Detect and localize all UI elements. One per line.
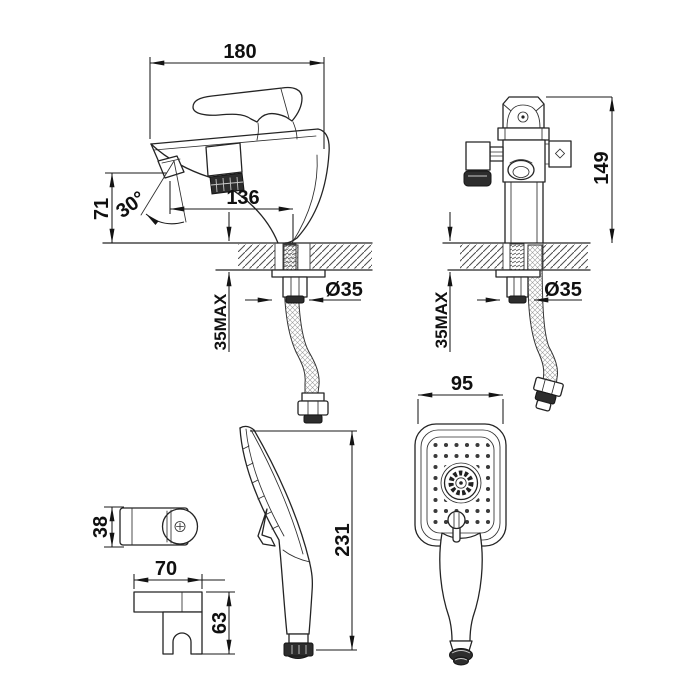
dim-body-height: 149 — [546, 96, 615, 243]
bracket-hook-side — [162, 611, 203, 655]
hand-shower-head-front — [414, 423, 507, 547]
dim-label-shower-head-width: 95 — [451, 373, 473, 395]
dim-label-deck-max-right: 35MAX — [432, 291, 451, 348]
dim-hole-diameter-left: Ø35 — [245, 279, 363, 303]
hose-end-nut-side — [297, 392, 329, 424]
counter-hatch — [460, 244, 503, 269]
counter-hatch — [238, 244, 275, 269]
shower-lever-front — [447, 510, 466, 543]
lever-handle-front — [465, 141, 491, 171]
shower-connector-front — [449, 640, 473, 666]
dim-label-hole-dia-left: Ø35 — [325, 279, 363, 301]
spout-outlet-front — [507, 159, 535, 181]
bracket-top-view: 38 — [90, 506, 199, 548]
bracket-side-view: 70 63 — [133, 558, 235, 655]
dim-bracket-width: 70 — [133, 558, 225, 589]
diamond-mark — [554, 148, 566, 159]
dim-label-bracket-height: 63 — [209, 612, 231, 634]
mounting-nut — [506, 276, 529, 298]
dim-label-body-height: 149 — [591, 151, 613, 184]
lever-handle-side — [192, 86, 303, 123]
spout-cartridge — [205, 142, 243, 177]
shower-handle-front — [439, 532, 483, 642]
faucet-front-view: 149 — [432, 96, 615, 412]
faucet-side-body — [150, 86, 330, 270]
dim-overall-length: 180 — [149, 41, 325, 149]
threaded-rod — [509, 243, 525, 271]
countertop-front — [442, 242, 591, 271]
screw-cross — [176, 522, 184, 531]
hand-shower-side-outline — [239, 425, 314, 659]
counter-hatch — [310, 244, 372, 269]
dim-label-spout-height: 71 — [91, 198, 113, 220]
threaded-rod — [282, 243, 297, 271]
dim-label-bracket-depth: 38 — [90, 516, 112, 538]
mounting-tail-front — [495, 243, 541, 304]
spray-face-ticks — [242, 445, 279, 530]
dim-label-shower-length: 231 — [332, 523, 354, 556]
shower-clip — [257, 508, 276, 547]
hand-shower-front-view: 95 — [414, 373, 507, 666]
dim-label-deck-max-left: 35MAX — [211, 293, 230, 350]
dim-shower-length: 231 — [250, 430, 357, 651]
dim-shower-head-width: 95 — [417, 373, 504, 424]
dim-label-spout-reach: 136 — [226, 187, 259, 209]
mounting-nut — [282, 276, 308, 298]
dim-deck-thickness-right: 35MAX — [432, 212, 453, 352]
dim-label-hole-dia-right: Ø35 — [544, 279, 582, 301]
mounting-washer — [495, 269, 541, 278]
faucet-front-body — [463, 96, 572, 244]
lever-grip-front — [463, 170, 492, 187]
hand-shower-side-view: 231 — [239, 425, 357, 659]
counter-hatch — [543, 244, 588, 269]
dim-label-side-overall-length: 180 — [223, 41, 256, 63]
dim-label-bracket-width: 70 — [155, 558, 177, 580]
side-plate-front — [548, 140, 572, 168]
dim-spout-reach: 136 — [169, 181, 294, 241]
shower-connector-side — [288, 633, 309, 644]
mode-dial — [443, 465, 479, 501]
mode-dial-gear — [448, 470, 474, 496]
dim-deck-thickness-left: 35MAX — [211, 212, 232, 352]
bracket-arm-side — [133, 591, 203, 613]
dim-bracket-height: 63 — [196, 591, 235, 655]
lever-joint-front — [489, 146, 504, 162]
dim-hole-diameter-right: Ø35 — [477, 279, 582, 303]
mounting-washer — [271, 269, 326, 278]
countertop-side — [102, 242, 373, 271]
dim-bracket-depth: 38 — [90, 506, 124, 548]
dim-spout-height: 71 — [91, 172, 167, 243]
mounting-tail-side — [271, 243, 326, 304]
faucet-side-view: 180 — [91, 41, 373, 424]
hose-end-nut-front — [533, 376, 564, 412]
handle-cap-front — [502, 96, 545, 129]
